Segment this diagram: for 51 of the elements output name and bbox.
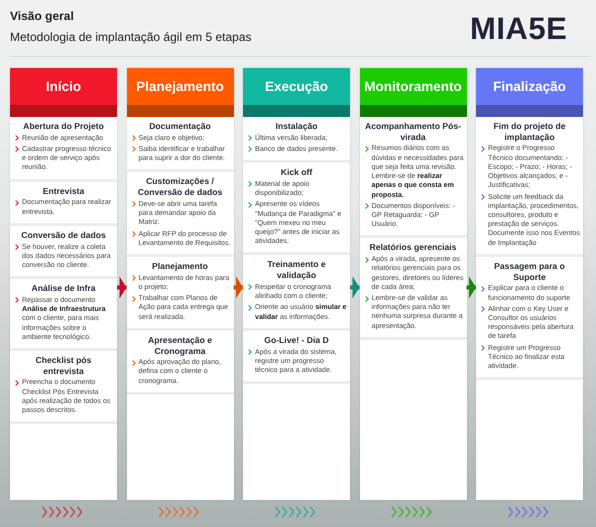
step-card	[126, 330, 234, 395]
step-card	[126, 172, 234, 257]
step-heading: Análise de Infra	[30, 283, 97, 294]
step-heading: Documentação	[148, 121, 212, 132]
step-card	[476, 117, 583, 257]
stage-column	[243, 68, 350, 500]
stage-header: Planejamento	[126, 68, 234, 105]
step-card	[10, 226, 117, 280]
step-card	[243, 330, 350, 384]
methodology-name: MIA5E	[470, 11, 568, 47]
step-card	[243, 163, 350, 256]
chevron-arrow	[117, 276, 126, 298]
stage-header: Finalização	[476, 68, 583, 105]
step-heading: Go-Live! - Dia D	[263, 334, 330, 346]
step-heading: Acompanhamento Pós-virada	[364, 121, 462, 142]
step-card	[243, 117, 350, 164]
step-heading: Entrevista	[42, 186, 86, 196]
step-card	[360, 117, 466, 238]
step-card	[10, 351, 117, 424]
step-card	[10, 182, 117, 226]
stage-column	[476, 68, 583, 500]
stage-header: Execução	[243, 68, 350, 105]
step-heading: Instalação	[274, 121, 319, 132]
step-card	[243, 255, 350, 331]
step-heading: Passagem para o Suporte	[493, 260, 566, 282]
chevron-arrow	[350, 276, 360, 298]
step-heading: Customizações / Conversão de dados	[136, 176, 224, 198]
step-card	[476, 256, 583, 380]
stage-column	[10, 68, 117, 500]
stage-header: Monitoramento	[360, 68, 466, 105]
step-heading: Checklist pós entrevista	[34, 355, 92, 376]
stage-column	[126, 68, 234, 500]
chevron-arrow	[234, 276, 243, 298]
step-card	[10, 117, 117, 182]
step-heading: Fim do projeto de implantação	[492, 121, 567, 142]
subtitle: Metodologia de implantação ágil em 5 etapas	[10, 30, 252, 44]
step-card	[360, 238, 466, 340]
step-card	[126, 256, 234, 331]
step-heading: Treinamento e validação	[266, 259, 327, 281]
step-heading: Conversão de dados	[20, 230, 107, 241]
stage-header: Início	[10, 68, 117, 105]
step-heading: Apresentação e Cronograma	[146, 334, 213, 356]
step-card	[126, 117, 234, 172]
step-heading: Relatórios gerenciais	[368, 242, 458, 254]
step-card	[10, 279, 117, 351]
heading: Visão geral	[10, 9, 74, 23]
step-heading: Abertura do Projeto	[22, 121, 105, 132]
step-heading: Planejamento	[151, 260, 209, 272]
stage-column	[360, 68, 466, 500]
step-heading: Kick off	[280, 167, 314, 178]
chevron-arrow	[466, 276, 476, 298]
